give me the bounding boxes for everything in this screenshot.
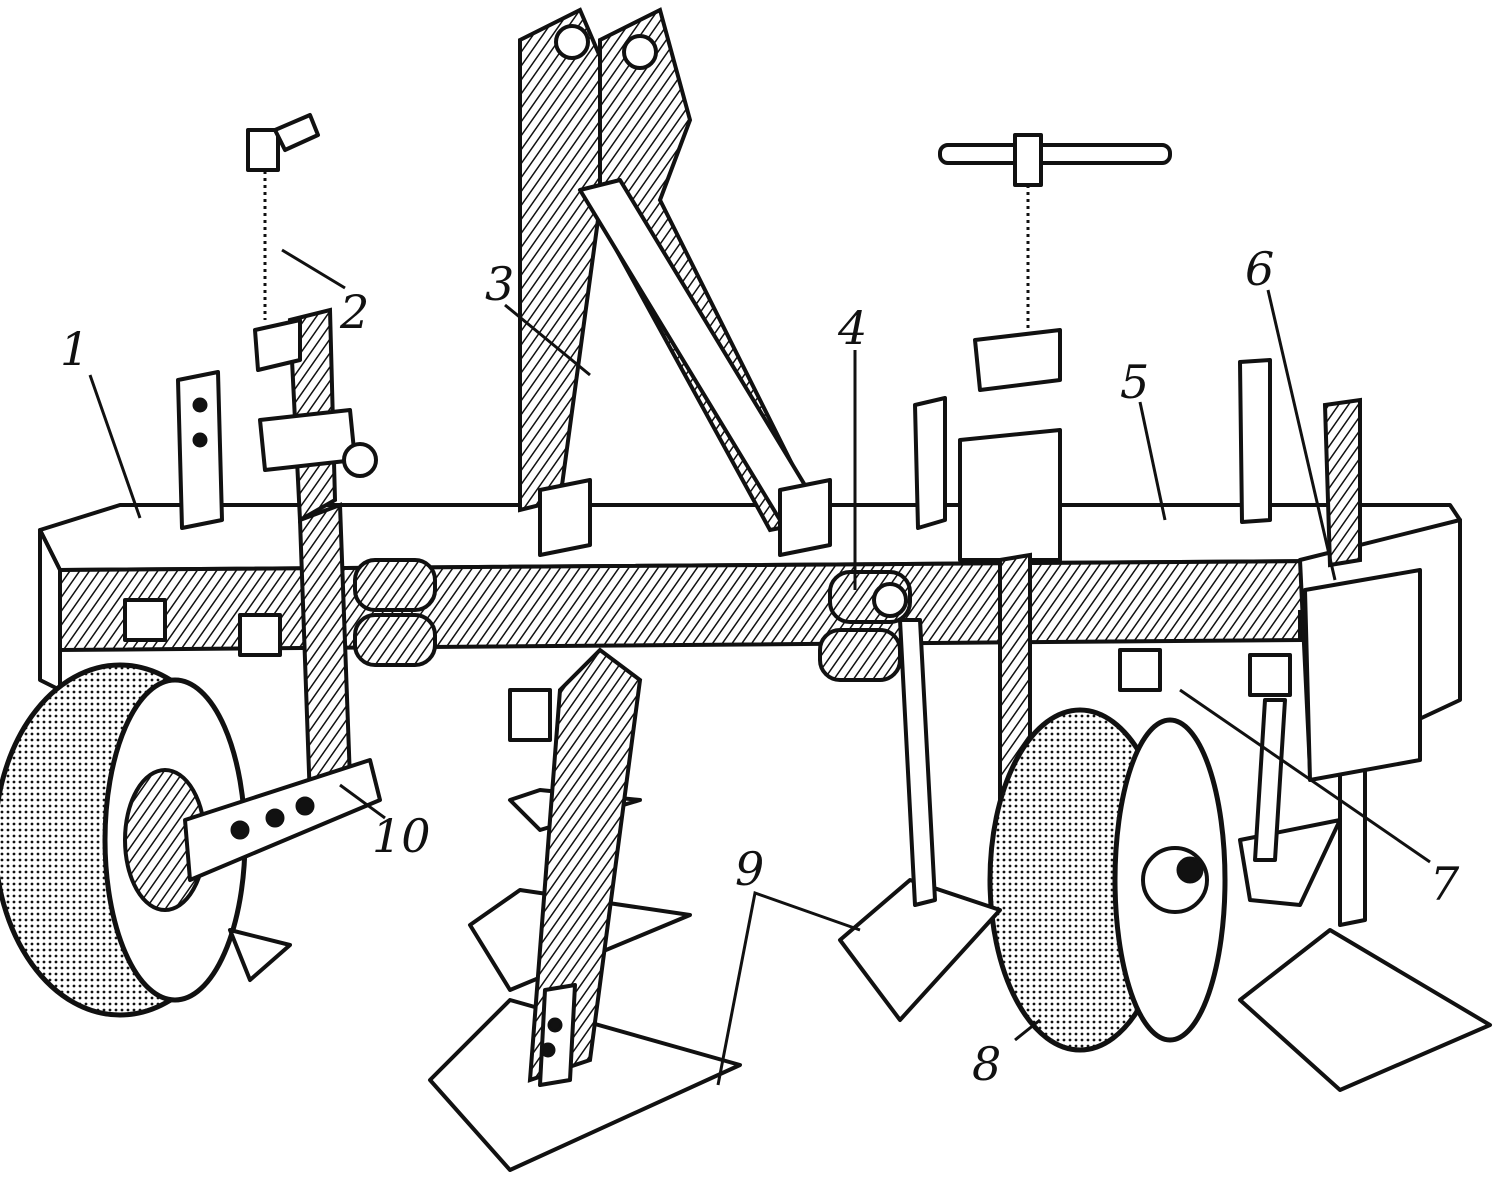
label-10: 10: [372, 809, 431, 863]
callout-labels: 1 2 3 4 5 6 7 8 9 10: [60, 242, 1460, 1091]
shanks: [527, 618, 1287, 1087]
label-2: 2: [339, 285, 369, 339]
label-3: 3: [485, 257, 514, 311]
bearing-rollers: [353, 558, 912, 682]
left-wheel: [0, 662, 382, 1018]
label-4: 4: [837, 301, 867, 355]
tool-box: [1303, 568, 1422, 782]
label-8: 8: [972, 1037, 1001, 1091]
frame-stakes: [176, 358, 1367, 927]
right-wheel: [987, 707, 1228, 1053]
label-5: 5: [1120, 355, 1149, 409]
leader-lines: [88, 248, 1431, 1086]
label-7: 7: [1430, 857, 1460, 911]
hitch-frame: [518, 7, 832, 557]
label-9: 9: [735, 842, 764, 896]
left-screw-jack: [246, 113, 378, 804]
label-1: 1: [60, 322, 89, 376]
label-6: 6: [1245, 242, 1274, 296]
shank-clamps: [123, 598, 1292, 742]
